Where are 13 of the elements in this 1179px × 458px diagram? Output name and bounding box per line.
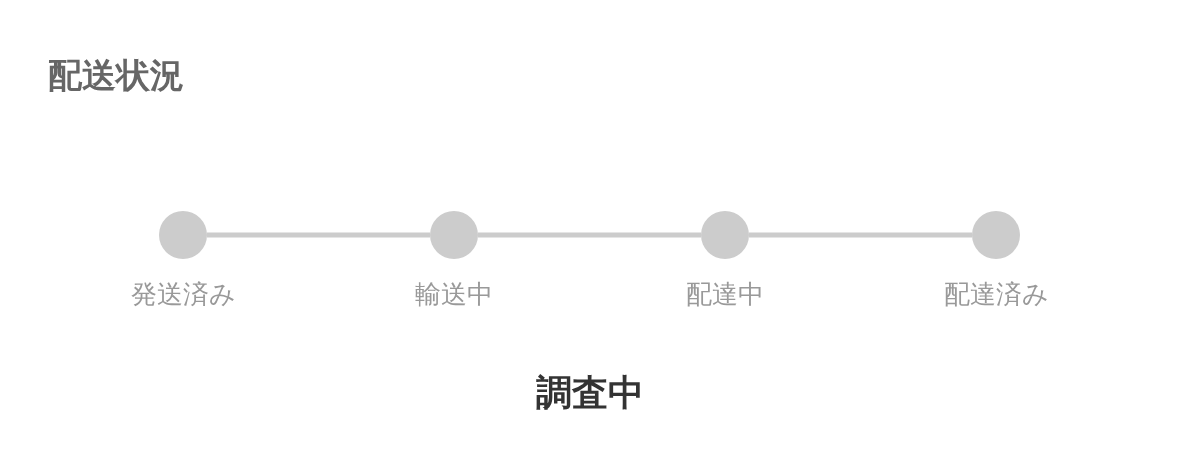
connector-line [478, 232, 701, 238]
step-circle [430, 211, 478, 259]
section-title: 配送状況 [48, 58, 184, 92]
step-label: 配達済み [943, 281, 1049, 307]
step-label: 輸送中 [415, 281, 493, 307]
step-label: 配達中 [686, 281, 764, 307]
status-text: 調査中 [536, 375, 644, 411]
step-circle [159, 211, 207, 259]
connector-line [749, 232, 972, 238]
step-circle [972, 211, 1020, 259]
step-label: 発送済み [130, 281, 236, 307]
step-circle [701, 211, 749, 259]
connector-line [207, 232, 430, 238]
